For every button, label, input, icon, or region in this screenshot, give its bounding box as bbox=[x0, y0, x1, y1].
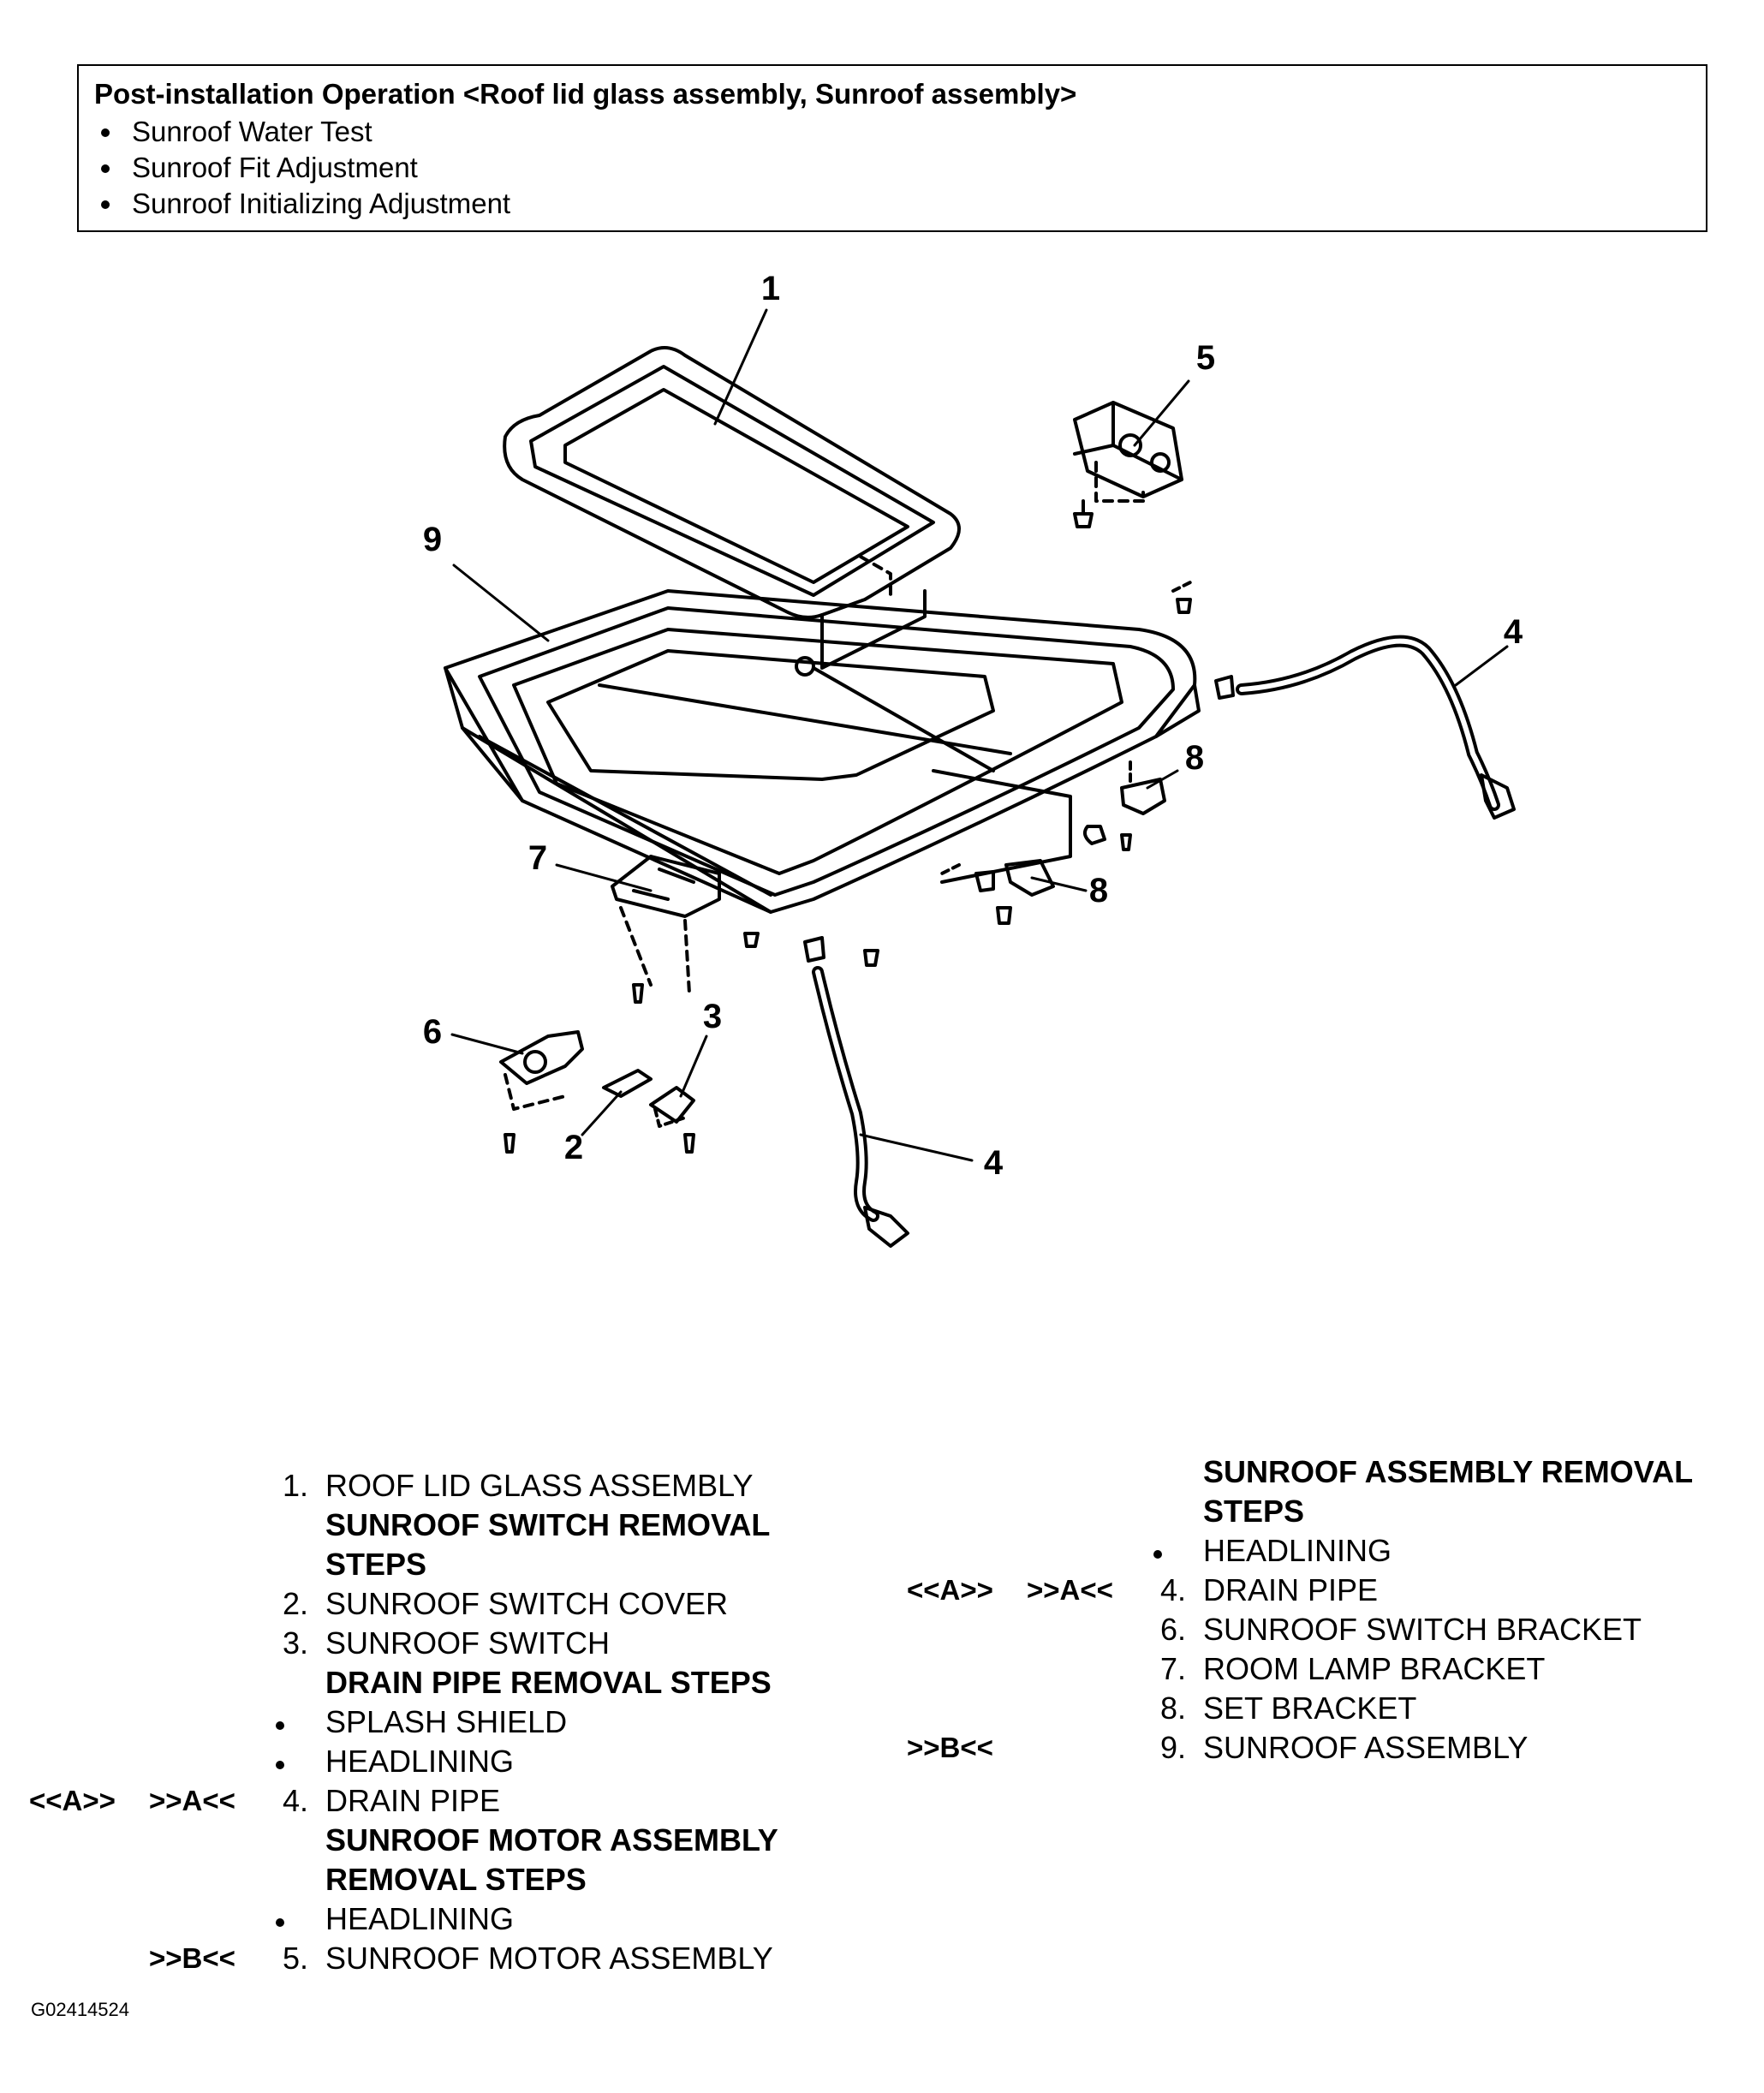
legend-number: 6. bbox=[1159, 1612, 1186, 1647]
legend-number: 5. bbox=[282, 1941, 308, 1976]
callout-leaders bbox=[450, 308, 1509, 1162]
notice-item-water-test: Sunroof Water Test bbox=[94, 114, 1690, 150]
bullet-icon bbox=[1153, 1550, 1162, 1559]
legend-text: ROOF LID GLASS ASSEMBLY bbox=[325, 1468, 754, 1503]
notice-list: Sunroof Water Test Sunroof Fit Adjustmen… bbox=[94, 114, 1690, 222]
notice-item-initializing-adjustment: Sunroof Initializing Adjustment bbox=[94, 186, 1690, 222]
sunroof-frame-drawing bbox=[444, 589, 1201, 914]
callout-5: 5 bbox=[1195, 339, 1216, 377]
callout-6: 6 bbox=[422, 1013, 443, 1051]
callout-8-lower: 8 bbox=[1088, 872, 1109, 909]
bullet-icon bbox=[276, 1721, 284, 1730]
legend-header-drain: DRAIN PIPE REMOVAL STEPS bbox=[265, 1663, 831, 1702]
legend-item-1: 1. ROOF LID GLASS ASSEMBLY bbox=[265, 1466, 831, 1506]
legend-text: HEADLINING bbox=[325, 1744, 515, 1779]
callout-2: 2 bbox=[563, 1129, 584, 1166]
legend-number: 8. bbox=[1159, 1690, 1186, 1726]
callout-7: 7 bbox=[527, 839, 548, 877]
callout-9: 9 bbox=[422, 521, 443, 558]
legend-text: SUNROOF MOTOR ASSEMBLY bbox=[325, 1941, 773, 1976]
drain-pipe-drawing bbox=[803, 635, 1516, 1248]
legend-text: SUNROOF SWITCH bbox=[325, 1625, 610, 1661]
legend-item-5: >>B<< 5. SUNROOF MOTOR ASSEMBLY bbox=[149, 1939, 831, 1978]
legend-text: DRAIN PIPE bbox=[325, 1783, 501, 1818]
legend-left: 1. ROOF LID GLASS ASSEMBLY SUNROOF SWITC… bbox=[29, 1466, 831, 1978]
bullet-icon bbox=[276, 1918, 284, 1927]
callout-1: 1 bbox=[760, 270, 781, 307]
legend-header-motor: SUNROOF MOTOR ASSEMBLY REMOVAL STEPS bbox=[265, 1821, 831, 1899]
legend-item-8: 8. SET BRACKET bbox=[1143, 1689, 1734, 1728]
legend-text: SUNROOF SWITCH BRACKET bbox=[1203, 1612, 1642, 1647]
service-tag-installation: >>B<< bbox=[149, 1942, 235, 1974]
legend-number: 7. bbox=[1159, 1651, 1186, 1686]
notice-title: Post-installation Operation <Roof lid gl… bbox=[94, 78, 1077, 110]
notice-item-fit-adjustment: Sunroof Fit Adjustment bbox=[94, 150, 1690, 186]
legend-text: HEADLINING bbox=[325, 1901, 515, 1936]
legend-number: 4. bbox=[1159, 1572, 1186, 1607]
legend-header: SUNROOF MOTOR ASSEMBLY REMOVAL STEPS bbox=[325, 1822, 778, 1897]
sunroof-motor-drawing bbox=[1073, 401, 1192, 614]
legend-number: 2. bbox=[282, 1586, 308, 1621]
legend-item-3: 3. SUNROOF SWITCH bbox=[265, 1624, 831, 1663]
callout-4-lower: 4 bbox=[983, 1144, 1004, 1182]
legend-number: 9. bbox=[1159, 1730, 1186, 1765]
legend-item-4: <<A>> >>A<< 4. DRAIN PIPE bbox=[29, 1781, 831, 1821]
switch-parts-drawing bbox=[499, 1030, 695, 1154]
service-tag-removal: <<A>> bbox=[29, 1785, 116, 1816]
bullet-icon bbox=[276, 1761, 284, 1769]
legend-item-6: 6. SUNROOF SWITCH BRACKET bbox=[1143, 1610, 1734, 1649]
service-tag-removal: <<A>> bbox=[907, 1574, 993, 1606]
legend-header: DRAIN PIPE REMOVAL STEPS bbox=[325, 1665, 772, 1700]
roof-lid-glass-drawing bbox=[503, 346, 961, 670]
legend-item-2: 2. SUNROOF SWITCH COVER bbox=[265, 1584, 831, 1624]
legend-text: SPLASH SHIELD bbox=[325, 1704, 568, 1739]
legend-number: 1. bbox=[282, 1468, 308, 1503]
legend-text: DRAIN PIPE bbox=[1203, 1572, 1379, 1607]
service-tag-installation: >>A<< bbox=[1027, 1574, 1113, 1606]
legend-text: SUNROOF SWITCH COVER bbox=[325, 1586, 729, 1621]
legend-header: SUNROOF ASSEMBLY REMOVAL STEPS bbox=[1203, 1454, 1693, 1529]
room-lamp-bracket-drawing bbox=[611, 855, 879, 1004]
legend-text: ROOM LAMP BRACKET bbox=[1203, 1651, 1546, 1686]
callout-8-upper: 8 bbox=[1184, 739, 1205, 777]
legend-item-7: 7. ROOM LAMP BRACKET bbox=[1143, 1649, 1734, 1689]
service-tag-installation: >>A<< bbox=[149, 1785, 235, 1816]
legend-text: SET BRACKET bbox=[1203, 1690, 1417, 1726]
legend-header: SUNROOF SWITCH REMOVAL STEPS bbox=[325, 1507, 770, 1582]
callout-3: 3 bbox=[702, 998, 723, 1035]
figure-code: G02414524 bbox=[31, 1999, 129, 2020]
legend-item-4: <<A>> >>A<< 4. DRAIN PIPE bbox=[907, 1571, 1734, 1610]
set-bracket-drawing bbox=[940, 760, 1166, 925]
service-tag-installation: >>B<< bbox=[907, 1732, 993, 1763]
legend-item-headlining: HEADLINING bbox=[265, 1742, 831, 1781]
legend-number: 3. bbox=[282, 1625, 308, 1661]
legend-item-splash-shield: SPLASH SHIELD bbox=[265, 1702, 831, 1742]
legend-header-switch: SUNROOF SWITCH REMOVAL STEPS bbox=[265, 1506, 831, 1584]
legend-number: 4. bbox=[282, 1783, 308, 1818]
legend-item-headlining-2: HEADLINING bbox=[265, 1899, 831, 1939]
callout-4-right: 4 bbox=[1503, 613, 1523, 651]
legend-text: HEADLINING bbox=[1203, 1533, 1392, 1568]
post-installation-notice: Post-installation Operation <Roof lid gl… bbox=[77, 64, 1707, 232]
legend-right: SUNROOF ASSEMBLY REMOVAL STEPS HEADLININ… bbox=[907, 1452, 1734, 1768]
legend-text: SUNROOF ASSEMBLY bbox=[1203, 1730, 1529, 1765]
legend-item-9: >>B<< 9. SUNROOF ASSEMBLY bbox=[907, 1728, 1734, 1768]
legend-header-assembly: SUNROOF ASSEMBLY REMOVAL STEPS bbox=[1143, 1452, 1734, 1531]
legend-item-headlining: HEADLINING bbox=[1143, 1531, 1734, 1571]
